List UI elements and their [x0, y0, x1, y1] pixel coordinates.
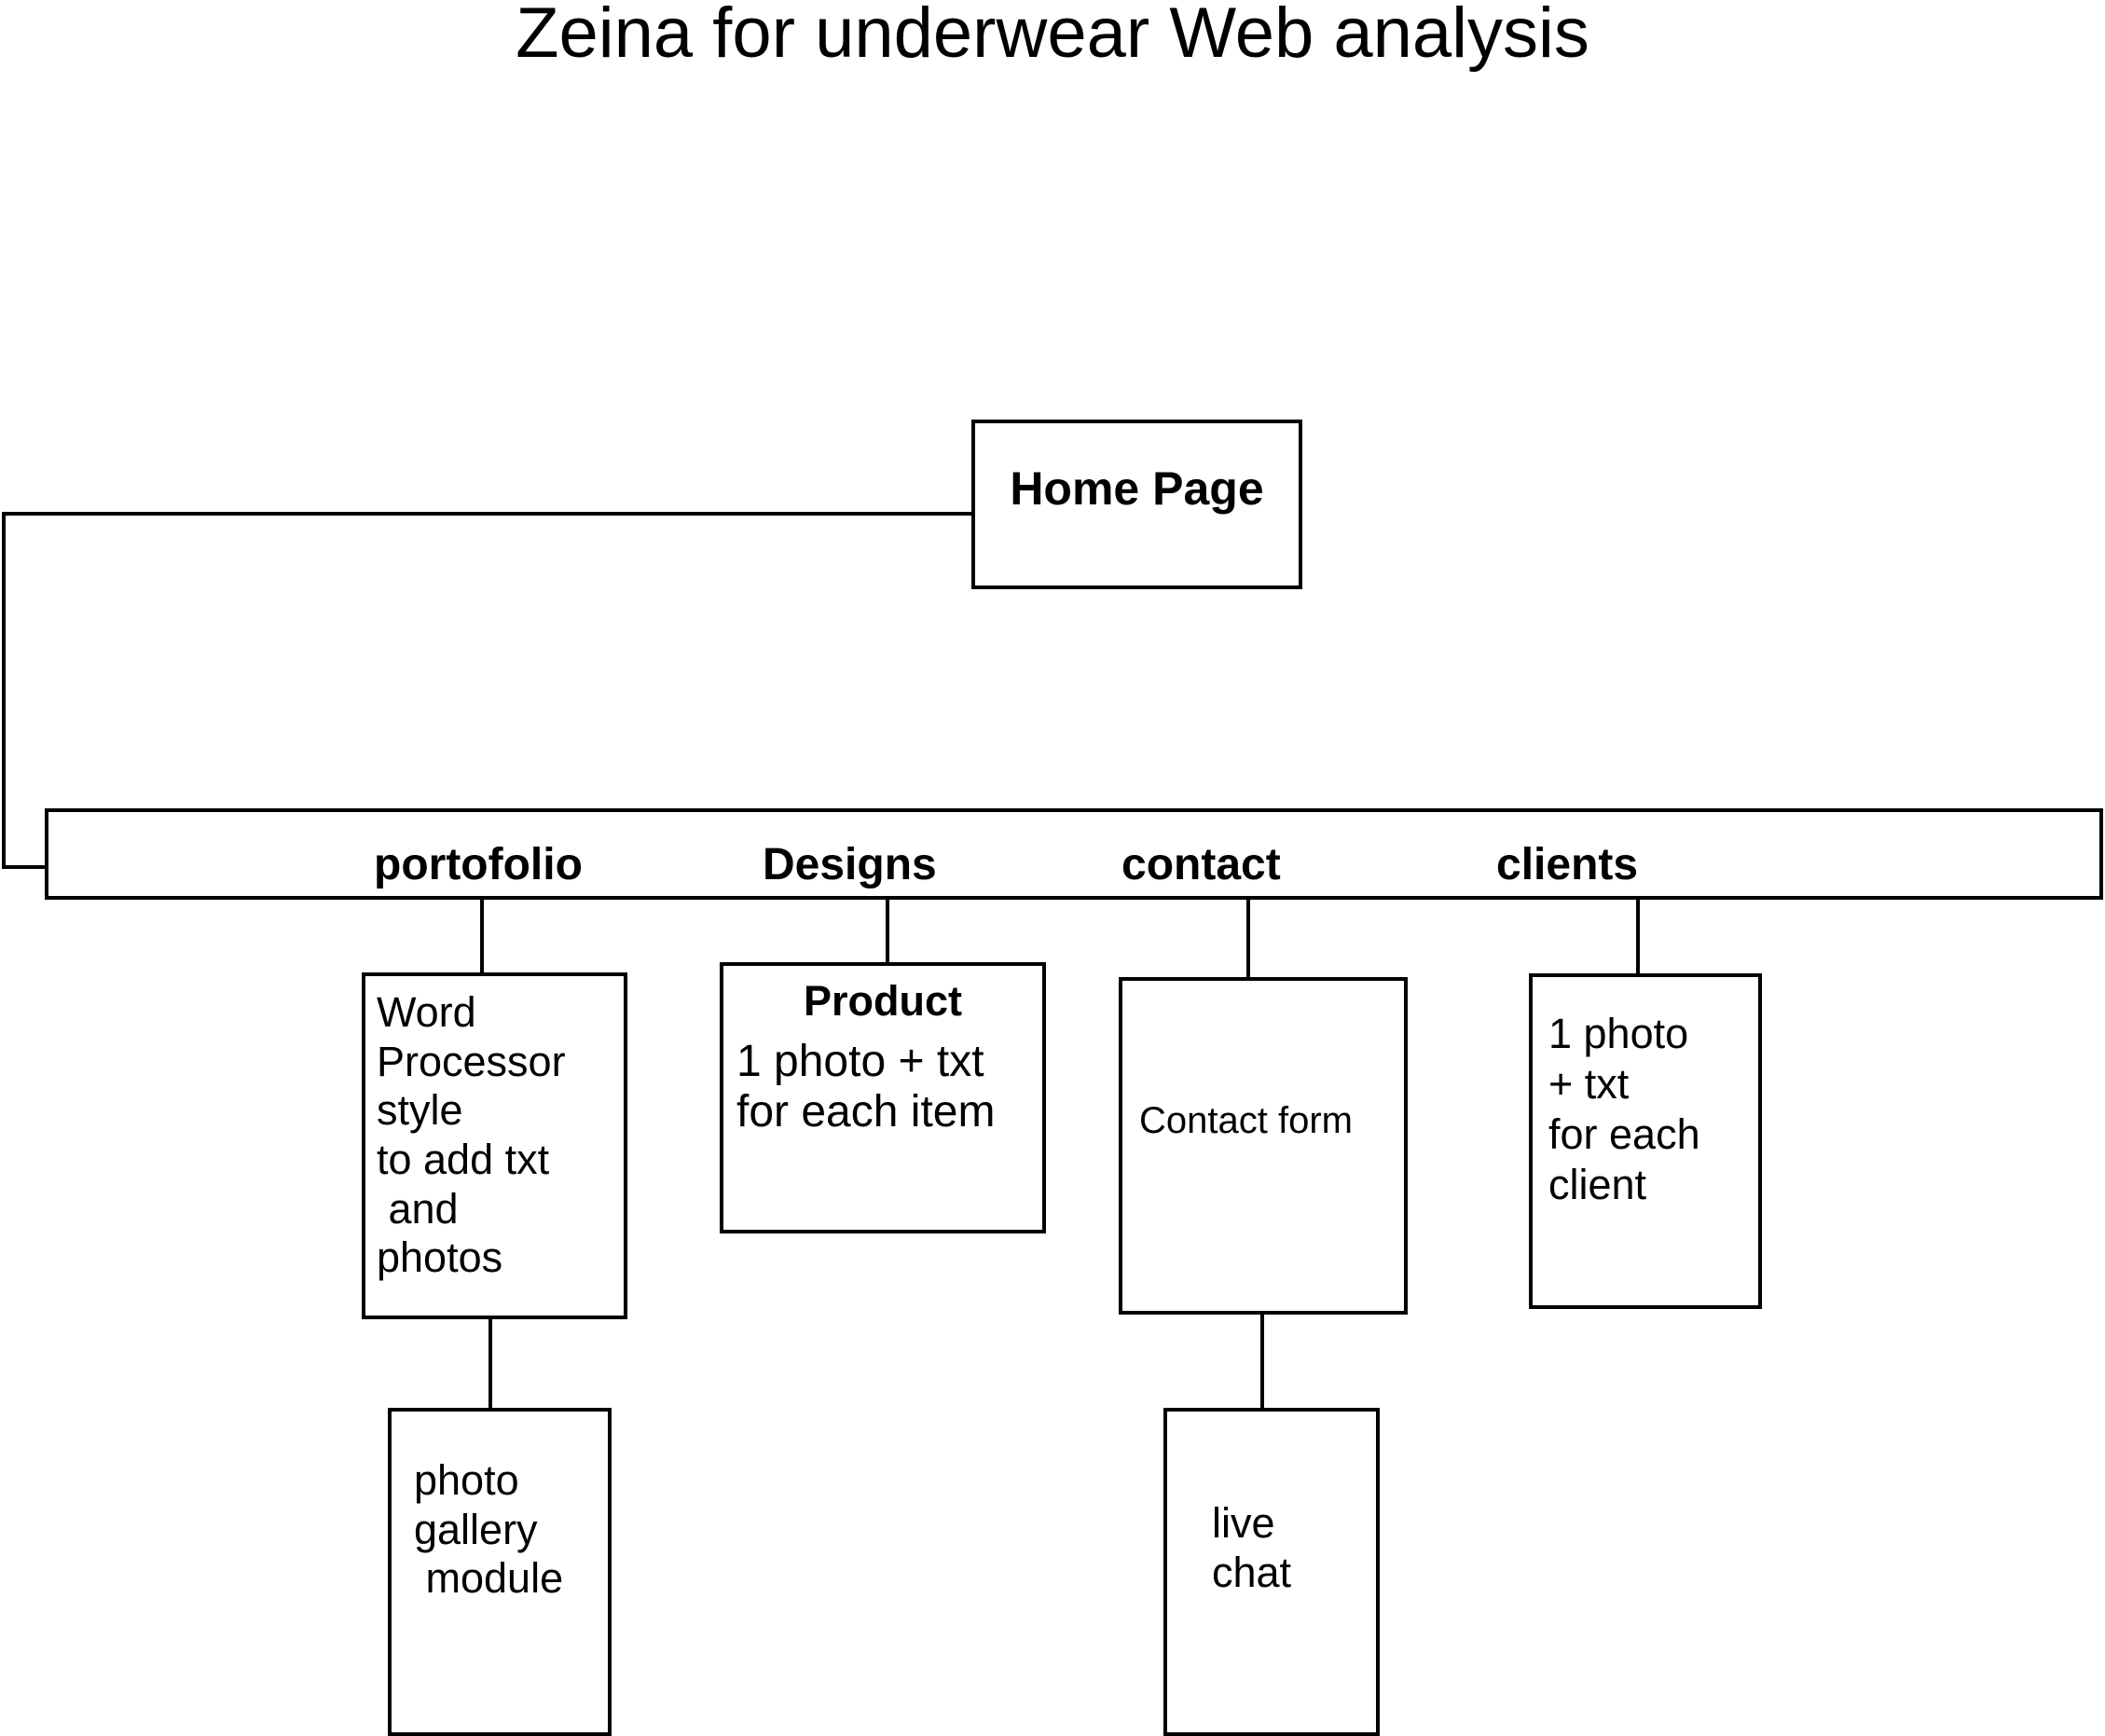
- connector-portofolio-drop: [480, 896, 484, 976]
- node-product-body: 1 photo + txt for each item: [736, 1037, 996, 1137]
- navigation-bar[interactable]: [45, 808, 2103, 900]
- nav-item-portofolio[interactable]: portofolio: [374, 840, 583, 889]
- node-product-title: Product: [803, 977, 962, 1025]
- node-live-chat-label: live chat: [1212, 1499, 1292, 1596]
- connector-clients-drop: [1636, 896, 1640, 977]
- node-photo-gallery-module-label: photo gallery module: [414, 1456, 564, 1603]
- node-product[interactable]: [720, 962, 1046, 1233]
- connector-rail-vertical: [2, 512, 6, 869]
- node-contact-form[interactable]: [1119, 977, 1408, 1315]
- connector-rail-to-navbar-stub: [2, 865, 47, 869]
- node-photo-gallery-module[interactable]: [388, 1408, 612, 1736]
- page-title: Zeina for underwear Web analysis: [516, 0, 1589, 73]
- node-home-page[interactable]: [971, 420, 1302, 589]
- node-clients-detail-label: 1 photo + txt for each client: [1548, 1010, 1700, 1208]
- node-live-chat[interactable]: [1163, 1408, 1380, 1736]
- node-clients-detail[interactable]: [1529, 973, 1762, 1309]
- node-word-processor-label: Word Processor style to add txt and phot…: [377, 988, 566, 1282]
- node-home-page-label: Home Page: [1010, 462, 1264, 515]
- node-contact-form-label: Contact form: [1139, 1100, 1353, 1141]
- nav-item-clients[interactable]: clients: [1496, 840, 1639, 889]
- nav-item-contact[interactable]: contact: [1121, 840, 1281, 889]
- nav-item-designs[interactable]: Designs: [763, 840, 937, 889]
- connector-home-to-rail-horizontal: [2, 512, 973, 516]
- connector-designs-drop: [886, 896, 889, 966]
- node-word-processor[interactable]: [362, 972, 627, 1319]
- connector-photo-gallery-drop: [488, 1316, 492, 1412]
- connector-contact-drop: [1246, 896, 1250, 981]
- connector-live-chat-drop: [1260, 1312, 1264, 1412]
